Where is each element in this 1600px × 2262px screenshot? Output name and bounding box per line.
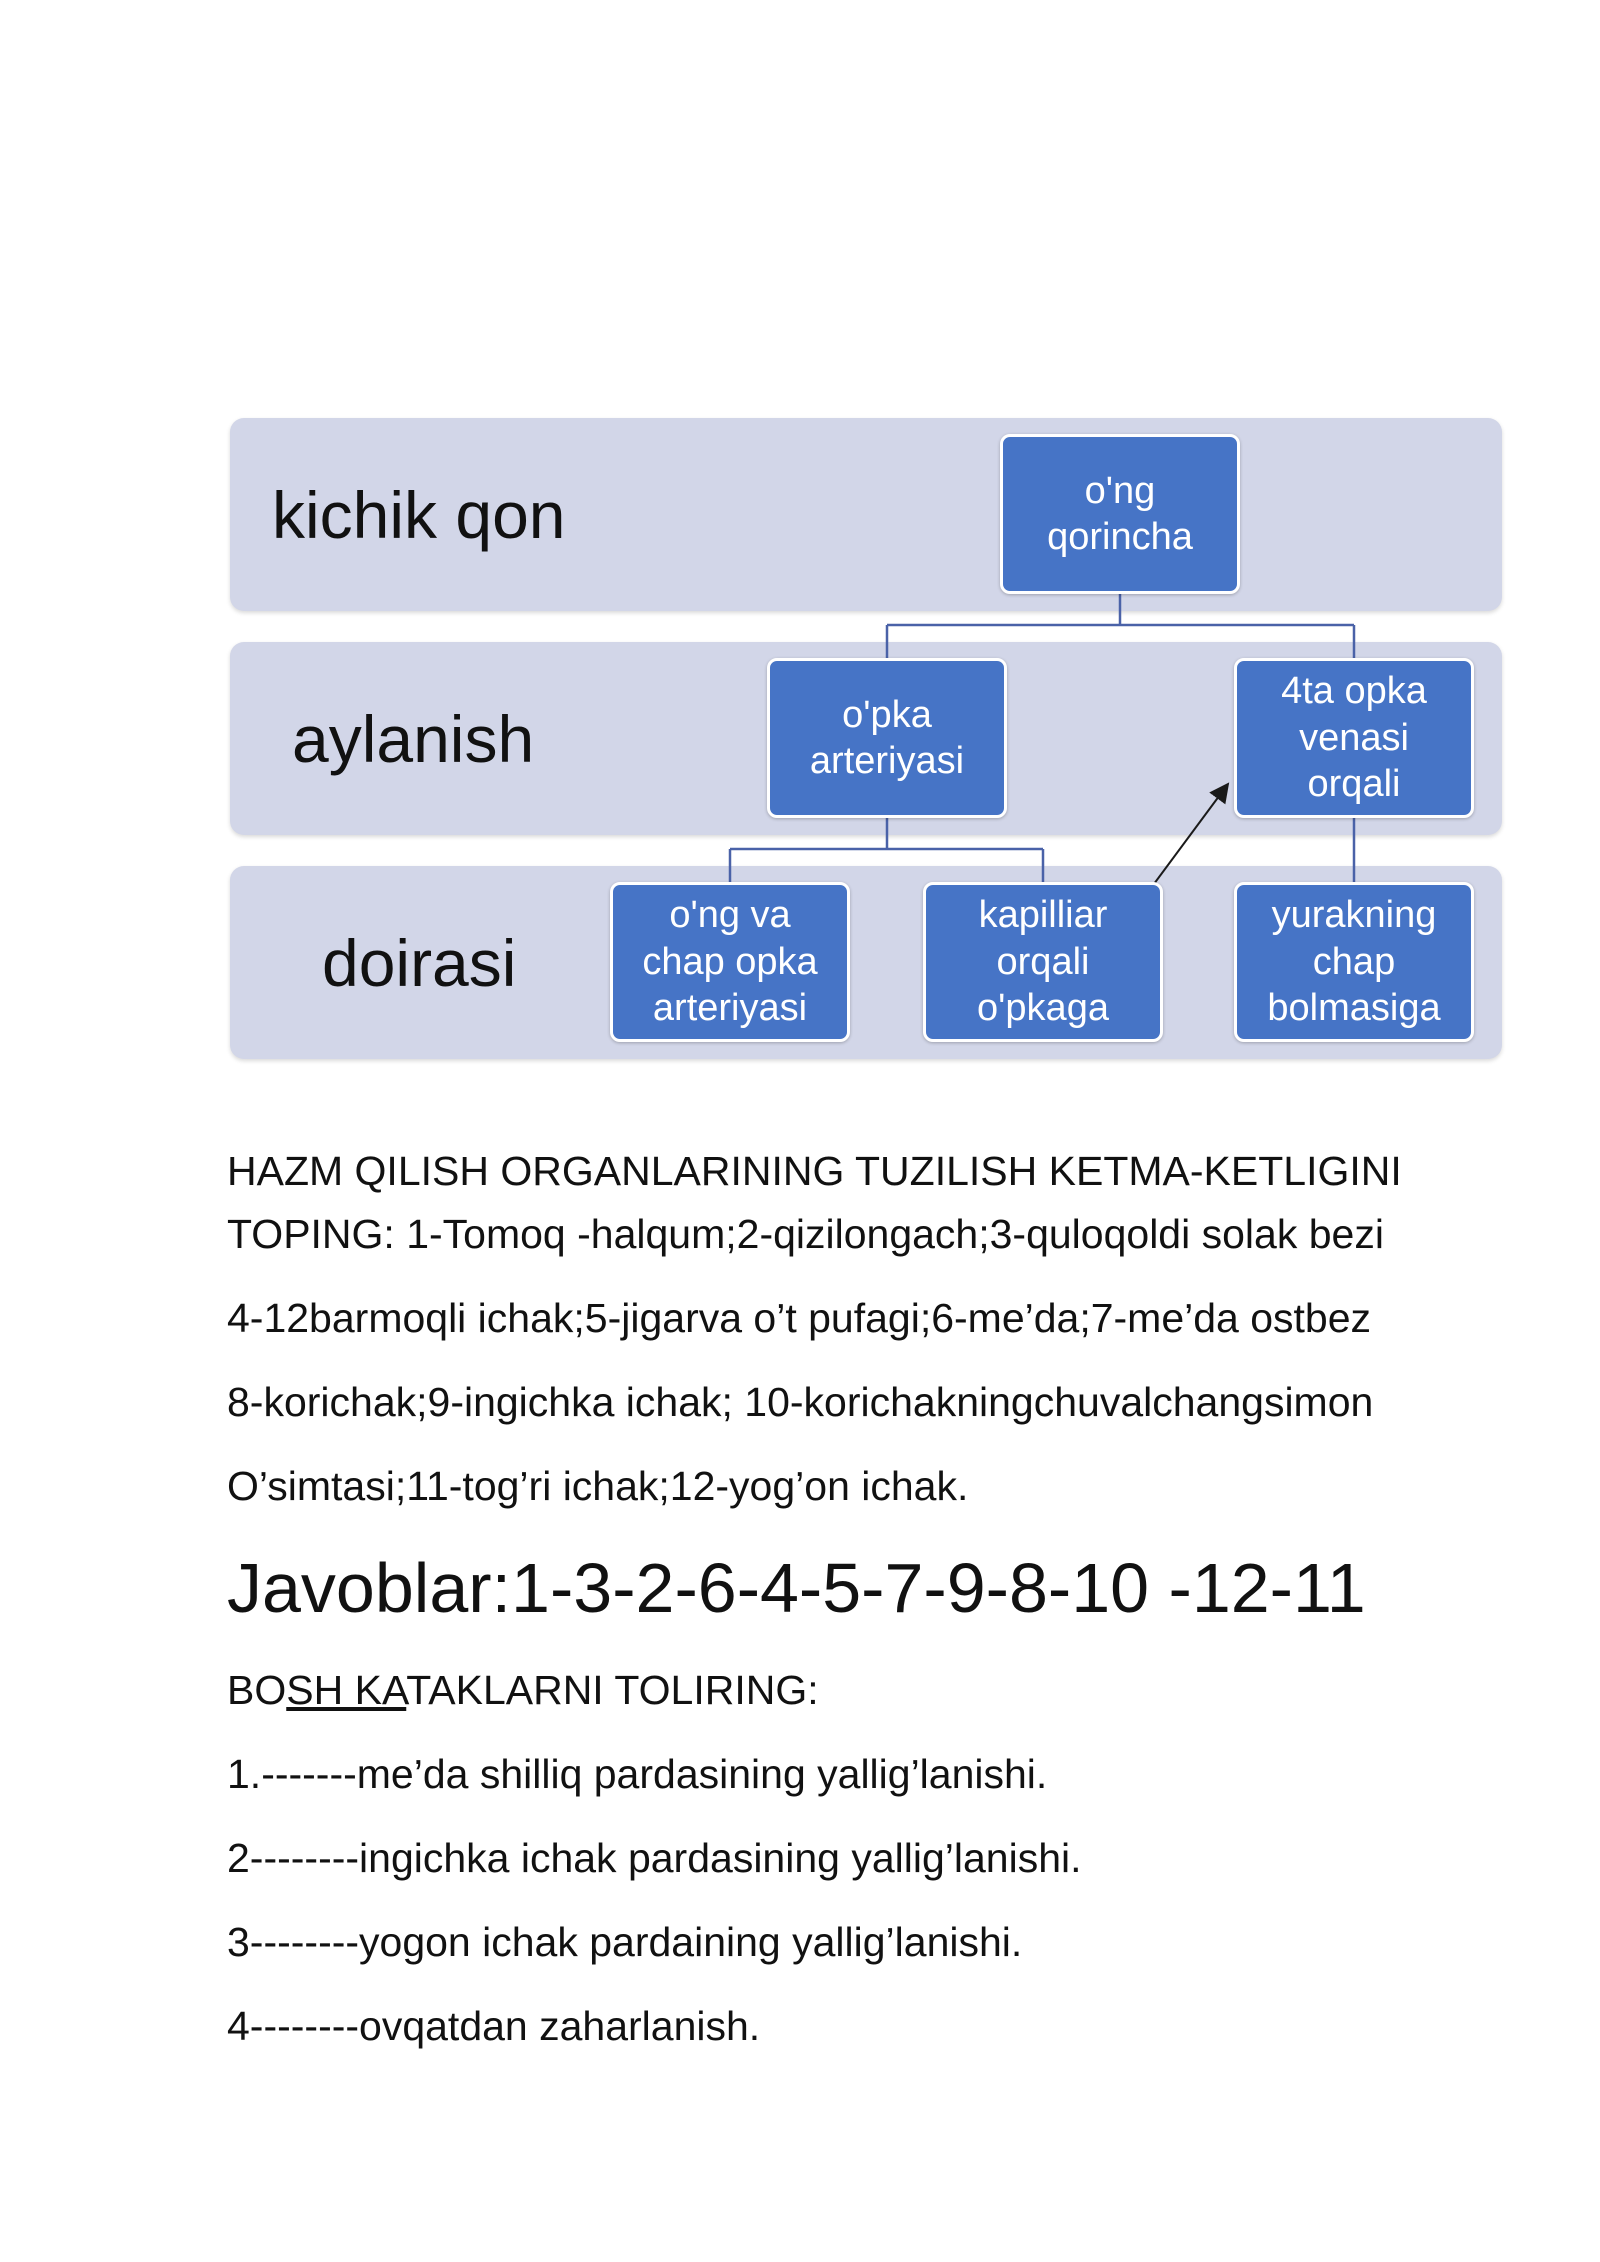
list-item-4: 4--------ovqatdan zaharlanish. [227,2003,761,2049]
underlined-text: SH KA [286,1667,407,1713]
paragraph-line-2: TOPING: 1-Tomoq -halqum;2-qizilongach;3-… [227,1211,1384,1257]
band-row-1 [230,418,1502,611]
band-label-aylanish: aylanish [292,702,535,776]
paragraph-line-4: 8-korichak;9-ingichka ichak; 10-korichak… [227,1379,1374,1425]
paragraph-line-5: O’simtasi;11-tog’ri ichak;12-yog’on icha… [227,1463,969,1509]
list-item-2: 2--------ingichka ichak pardasining yall… [227,1835,1082,1881]
band-label-doirasi: doirasi [322,926,517,1000]
section-heading: BOSH KATAKLARNI TOLIRING: [227,1667,819,1713]
paragraph-line-3: 4-12barmoqli ichak;5-jigarva o’t pufagi;… [227,1295,1372,1341]
paragraph-line-1: HAZM QILISH ORGANLARINING TUZILISH KETMA… [227,1148,1402,1194]
list-item-1: 1.-------me’da shilliq pardasining yalli… [227,1751,1048,1797]
list-item-3: 3--------yogon ichak pardaining yallig’l… [227,1919,1023,1965]
answers-line: Javoblar:1-3-2-6-4-5-7-9-8-10 -12-11 [227,1549,1366,1627]
band-label-kichik-qon: kichik qon [272,478,566,552]
